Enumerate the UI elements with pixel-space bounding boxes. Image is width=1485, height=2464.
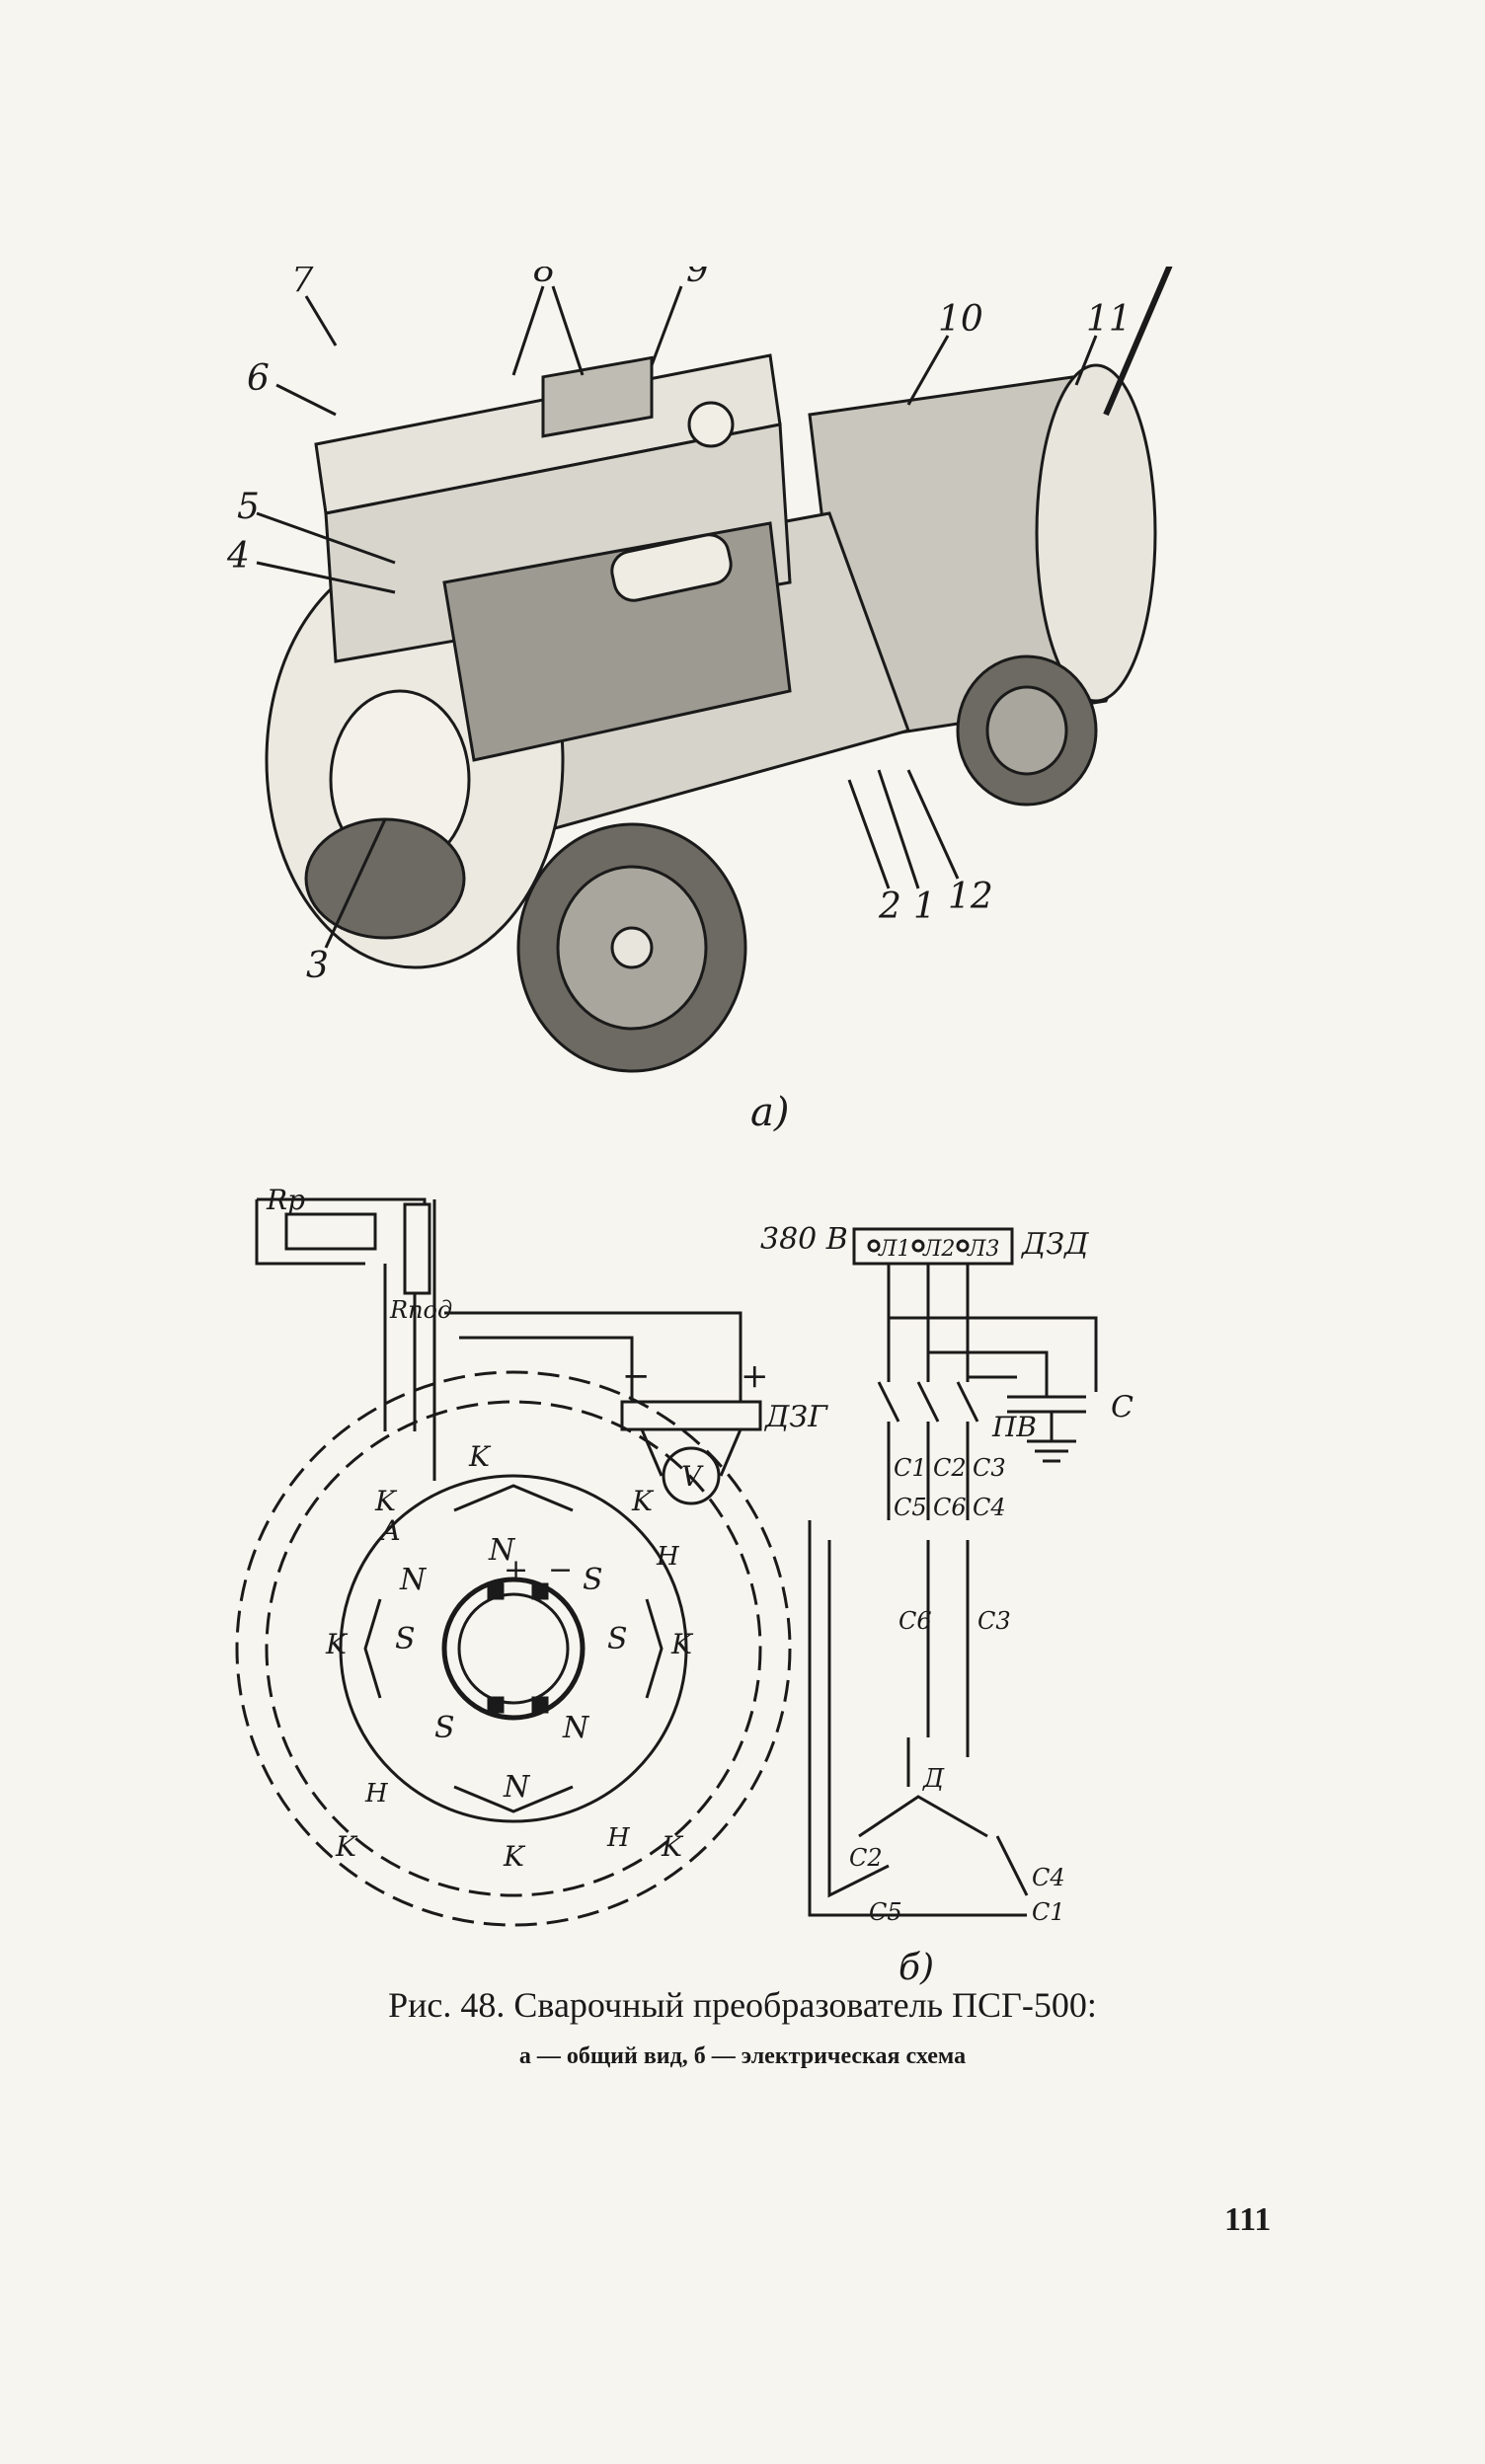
pole-s-left: S xyxy=(395,1622,416,1656)
pole-s-right-2: S xyxy=(607,1622,628,1656)
callout-1: 1 xyxy=(913,886,936,927)
label-rp: Rр xyxy=(266,1185,305,1216)
label-k-1: K xyxy=(374,1485,398,1517)
label-c1-lower: С1 xyxy=(1032,1898,1065,1926)
label-c5-lower: С5 xyxy=(869,1898,902,1926)
label-voltmeter: V xyxy=(681,1460,704,1493)
label-plus: + xyxy=(741,1356,769,1396)
label-c: С xyxy=(1111,1390,1133,1424)
label-c6: С6 xyxy=(933,1494,967,1521)
label-k-8: K xyxy=(661,1830,684,1863)
label-minus-brush: − xyxy=(548,1553,573,1587)
label-k-7: K xyxy=(503,1840,526,1873)
label-c2: С2 xyxy=(933,1454,967,1482)
label-380v: 380 В xyxy=(760,1222,848,1257)
label-a: А xyxy=(378,1514,401,1547)
label-plus-brush: + xyxy=(504,1553,528,1587)
pole-s-right: S xyxy=(583,1563,603,1597)
figure-caption-subtitle: а — общий вид, б — электрическая схема xyxy=(518,2043,967,2069)
label-c1: С1 xyxy=(894,1454,927,1482)
callout-8: 8 xyxy=(533,267,556,290)
pole-n-bottom-right: N xyxy=(562,1711,590,1745)
label-c3-lower: С3 xyxy=(977,1607,1011,1635)
label-dzd: ДЗД xyxy=(1020,1227,1089,1262)
label-c4: С4 xyxy=(973,1494,1006,1521)
callout-6: 6 xyxy=(247,358,270,399)
figure-b-sublabel: б) xyxy=(899,1948,934,1988)
label-pv: ПВ xyxy=(991,1411,1037,1443)
page-number: 111 xyxy=(1224,2201,1272,2238)
label-l1: Л1 xyxy=(878,1237,910,1262)
label-c6-lower: С6 xyxy=(899,1607,932,1635)
label-k-5: K xyxy=(670,1628,694,1660)
label-h-3: Н xyxy=(606,1823,631,1853)
figure-caption: Рис. 48. Сварочный преобразователь ПСГ-5… xyxy=(388,1985,1097,2025)
callout-9: 9 xyxy=(686,267,709,290)
callout-7: 7 xyxy=(291,267,314,300)
label-k-2: K xyxy=(468,1440,492,1473)
label-dzg: ДЗГ xyxy=(763,1400,828,1434)
callout-5: 5 xyxy=(237,487,260,527)
callout-12: 12 xyxy=(948,877,993,917)
figure-a-sublabel: а) xyxy=(750,1090,789,1135)
label-c3: С3 xyxy=(973,1454,1006,1482)
label-k-3: K xyxy=(631,1485,655,1517)
label-k-4: K xyxy=(325,1628,349,1660)
label-l3: Л3 xyxy=(967,1237,999,1262)
label-h-2: Н xyxy=(364,1779,389,1809)
callout-10: 10 xyxy=(938,299,983,340)
label-l2: Л2 xyxy=(922,1237,955,1262)
label-minus: − xyxy=(622,1356,651,1396)
pole-n-top: N xyxy=(488,1533,516,1568)
label-h-1: Н xyxy=(656,1542,680,1572)
label-c4-lower: С4 xyxy=(1032,1864,1065,1891)
callout-3: 3 xyxy=(306,946,329,986)
pole-s-bottom: S xyxy=(434,1711,455,1745)
callout-4: 4 xyxy=(226,536,250,577)
callout-2: 2 xyxy=(878,886,901,927)
pole-n-bottom: N xyxy=(503,1770,531,1805)
figure-b-electrical-scheme: Rр Rпод ДЗГ V + − + − N N S S S S N N K … xyxy=(235,1185,1133,1988)
label-c5: С5 xyxy=(894,1494,927,1521)
label-d: Д xyxy=(922,1764,945,1794)
label-rpod: Rпод xyxy=(389,1296,452,1324)
label-k-6: K xyxy=(335,1830,358,1863)
label-c2-lower: С2 xyxy=(849,1844,883,1872)
figure-a-general-view: 7 8 9 10 11 6 5 4 3 2 1 12 а) xyxy=(226,267,1173,1135)
pole-n-left: N xyxy=(399,1563,428,1597)
callout-11: 11 xyxy=(1086,299,1132,340)
